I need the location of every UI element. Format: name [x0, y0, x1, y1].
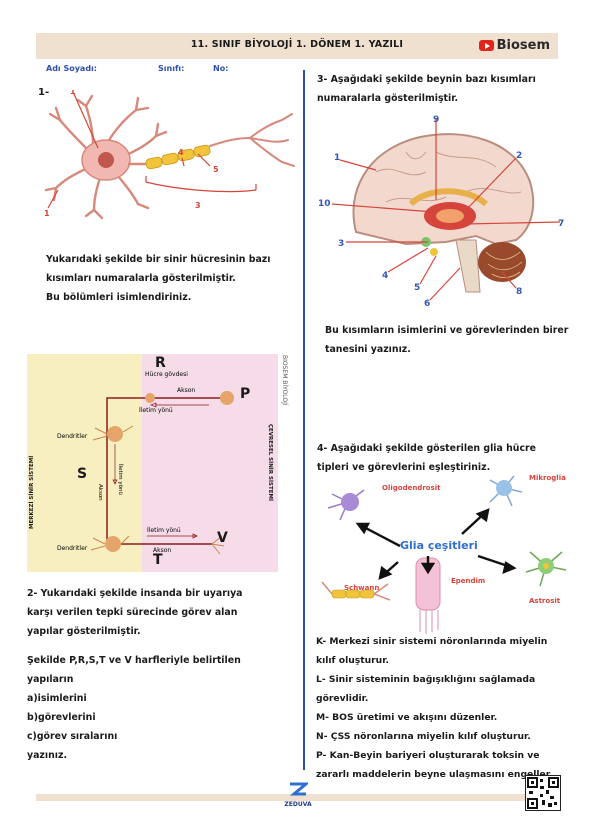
brain-figure: 9 1 2 10 3 4 5 6 7 8	[318, 115, 564, 309]
brand: Biosem	[478, 38, 550, 53]
cns-region	[27, 354, 142, 572]
q4-option-line: P- Kan-Beyin bariyeri oluşturarak toksin…	[316, 750, 540, 761]
q1-line: Bu bölümleri isimlendiriniz.	[46, 292, 192, 303]
name-field-label: Adı Soyadı:	[46, 64, 97, 73]
q3-answer-line: tanesini yazınız.	[325, 344, 411, 355]
footer-bar	[36, 794, 558, 801]
glia-figure	[321, 475, 567, 634]
axon-top-label: Akson	[177, 387, 195, 394]
dendrites-bottom-label: Dendritler	[57, 545, 88, 552]
brain-label-2: 2	[516, 151, 522, 161]
q2-line: 2- Yukarıdaki şekilde insanda bir uyarıy…	[27, 588, 243, 599]
axon-bottom-label: Akson	[153, 547, 171, 554]
q4-option-line: M- BOS üretimi ve akışını düzenler.	[316, 712, 498, 723]
q3-answer-line: Bu kısımların isimlerini ve görevlerinde…	[325, 325, 569, 336]
direction-mid-label: İletim yönü	[117, 464, 124, 495]
q1-number: 1-	[38, 87, 50, 98]
q4-option-line: kılıf oluşturur.	[316, 655, 389, 666]
q4-line: 4- Aşağıdaki şekilde gösterilen glia hüc…	[317, 443, 536, 454]
brain-label-3: 3	[338, 239, 344, 249]
q2-text: 2- Yukarıdaki şekilde insanda bir uyarıy…	[27, 584, 297, 765]
glia-ependim: Ependim	[451, 577, 486, 585]
q1-line: Yukarıdaki şekilde bir sinir hücresinin …	[46, 254, 271, 265]
reflex-figure: MERKEZİ SİNİR SİSTEMİ ÇEVRESEL SİNİR SİS…	[27, 354, 278, 572]
letter-t: T	[153, 552, 163, 568]
q2-item: c)görev sıralarını	[27, 731, 118, 742]
brain-label-1: 1	[334, 153, 340, 163]
direction-bottom-label: İletim yönü	[147, 527, 181, 534]
footer-logo: ZEDUVA	[278, 781, 318, 808]
brain-label-8: 8	[516, 287, 522, 297]
letter-s: S	[77, 466, 88, 482]
q4-text: 4- Aşağıdaki şekilde gösterilen glia hüc…	[317, 439, 572, 477]
glia-center-label: Glia çeşitleri	[400, 539, 478, 552]
page-title: 11. SINIF BİYOLOJİ 1. DÖNEM 1. YAZILI	[190, 39, 404, 50]
glia-astrosit: Astrosit	[529, 597, 561, 605]
q4-options: K- Merkezi sinir sistemi nöronlarında mi…	[316, 632, 578, 784]
q3-answer-text: Bu kısımların isimlerini ve görevlerinde…	[325, 321, 575, 359]
brain-label-10: 10	[318, 199, 331, 209]
qr-code-icon	[527, 777, 559, 809]
column-divider	[303, 70, 305, 770]
q3-text: 3- Aşağıdaki şekilde beynin bazı kısımla…	[317, 70, 567, 108]
class-field-label: Sınıfı:	[158, 64, 185, 73]
header-bar: 11. SINIF BİYOLOJİ 1. DÖNEM 1. YAZILI Bi…	[36, 33, 558, 59]
q1-text: Yukarıdaki şekilde bir sinir hücresinin …	[46, 250, 296, 307]
qr-code	[525, 775, 561, 811]
axon-mid-label: Akson	[97, 484, 103, 501]
reflex-arc-svg: Hücre gövdesi Akson İletim yönü Dendritl…	[57, 371, 234, 555]
footer-logo-text: ZEDUVA	[284, 801, 312, 808]
q2-ending: yazınız.	[27, 750, 68, 761]
brain-label-4: 4	[382, 271, 388, 281]
q4-option-line: L- Sinir sisteminin bağışıklığını sağlam…	[316, 674, 536, 685]
letter-p: P	[240, 386, 251, 402]
neuron-figure: 1 1 4 5 3	[44, 90, 295, 220]
glia-oligodendrosit: Oligodendrosit	[382, 484, 441, 492]
q1-label-5: 5	[213, 165, 219, 174]
brain-label-9: 9	[433, 115, 439, 125]
q2-intro-line: yapıların	[27, 674, 74, 685]
number-field-label: No:	[213, 64, 229, 73]
q4-option-line: N- ÇSS nöronlarına miyelin kılıf oluştur…	[316, 731, 531, 742]
q3-line: 3- Aşağıdaki şekilde beynin bazı kısımla…	[317, 74, 536, 85]
brain-label-7: 7	[558, 219, 564, 229]
q1-label-1: 1	[70, 90, 76, 96]
brain-label-5: 5	[414, 283, 420, 293]
youtube-icon	[478, 40, 494, 51]
glia-schwann: Schwann	[344, 584, 380, 592]
brain-label-6: 6	[424, 299, 430, 309]
q2-line: yapılar gösterilmiştir.	[27, 626, 141, 637]
q1-label-4: 4	[178, 148, 184, 157]
dendrites-top-label: Dendritler	[57, 433, 88, 440]
letter-r: R	[155, 355, 166, 371]
side-label: BIOSEM BİYOLOJİ	[281, 355, 288, 406]
q1-label-3: 3	[195, 201, 201, 210]
q4-option-line: görevlidir.	[316, 693, 369, 704]
q1-line: kısımları numaralarla gösterilmiştir.	[46, 273, 236, 284]
q2-intro-line: Şekilde P,R,S,T ve V harfleriyle belirti…	[27, 655, 241, 666]
q2-item: a)isimlerini	[27, 693, 87, 704]
direction-top-label: İletim yönü	[139, 407, 173, 414]
q4-option-line: K- Merkezi sinir sistemi nöronlarında mi…	[316, 636, 548, 647]
zeduva-logo-icon	[289, 782, 311, 796]
q4-option-line: zararlı maddelerin beyne ulaşmasını enge…	[316, 769, 553, 780]
glia-mikroglia: Mikroglia	[529, 474, 566, 482]
q3-line: numaralarla gösterilmiştir.	[317, 93, 459, 104]
brand-name: Biosem	[496, 38, 550, 53]
q2-item: b)görevlerini	[27, 712, 96, 723]
q4-line: tipleri ve görevlerini eşleştiriniz.	[317, 462, 491, 473]
letter-v: V	[217, 530, 228, 546]
cell-body-label: Hücre gövdesi	[145, 371, 188, 378]
q2-line: karşı verilen tepki sürecinde görev alan	[27, 607, 238, 618]
q1-label-1b: 1	[44, 209, 50, 218]
